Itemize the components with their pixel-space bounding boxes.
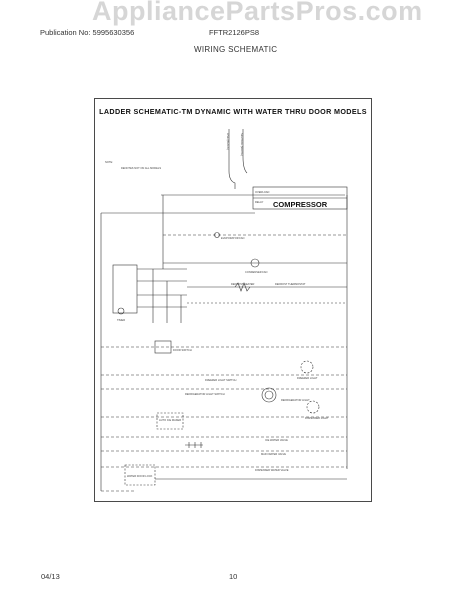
water-door-lock-label: WATER DOOR LOCK xyxy=(127,474,153,478)
condenser-fan-label: CONDENSER FAN xyxy=(245,270,267,274)
defrost-heater-label: DEFROST HEATER xyxy=(231,282,255,286)
refrigerator-light-label: REFRIGERATOR LIGHT xyxy=(281,398,310,402)
freezer-light-label: FREEZER LIGHT xyxy=(297,376,318,380)
page-number: 10 xyxy=(229,572,238,581)
compressor-label: COMPRESSOR xyxy=(273,200,328,209)
auto-ice-maker-label: AUTO ICE MAKER xyxy=(159,418,181,422)
neutral-label: NEUTRAL (WHITE) xyxy=(240,133,244,156)
model-number: FFTR2126PS8 xyxy=(209,28,260,37)
freezer-light-switch-label: FREEZER LIGHT SWITCH xyxy=(205,378,236,382)
note-label: NOTE: xyxy=(105,160,113,164)
refrigerator-light-switch-label: REFRIGERATOR LIGHT SWITCH xyxy=(185,392,225,396)
overload-label: OVERLOAD xyxy=(255,190,270,194)
defrost-thermostat-label: DEFROST THERMOSTAT xyxy=(275,282,306,286)
note-denotes: DENOTES NOT ON ALL MODELS xyxy=(121,166,161,170)
door-switch-label: DOOR SWITCH xyxy=(173,348,192,352)
dispenser-light-label: DISPENSER LIGHT xyxy=(305,416,329,420)
evaporator-fan-label: EVAPORATOR FAN xyxy=(221,236,244,240)
relay-label: RELAY xyxy=(255,200,264,204)
dispenser-water-valve-label: DISPENSER WATER VALVE xyxy=(255,468,289,472)
schematic-title: LADDER SCHEMATIC-TM DYNAMIC WITH WATER T… xyxy=(99,107,367,116)
ladder-schematic-diagram: COMPRESSOR NOTE: DENOTES NOT ON ALL MODE… xyxy=(100,129,348,492)
ice-water-valve-label: ICE WATER VALVE xyxy=(265,438,288,442)
timer-label: TIMER xyxy=(117,318,125,322)
publication-number: Publication No: 5995630356 xyxy=(40,28,135,37)
line-label: LINE (BLACK) xyxy=(226,133,230,150)
main-water-valve-label: MAIN WATER VALVE xyxy=(261,452,286,456)
schematic-frame: LADDER SCHEMATIC-TM DYNAMIC WITH WATER T… xyxy=(94,98,372,502)
watermark: AppliancePartsPros.com xyxy=(92,0,423,26)
section-title: WIRING SCHEMATIC xyxy=(194,45,278,54)
footer-date: 04/13 xyxy=(41,572,60,581)
